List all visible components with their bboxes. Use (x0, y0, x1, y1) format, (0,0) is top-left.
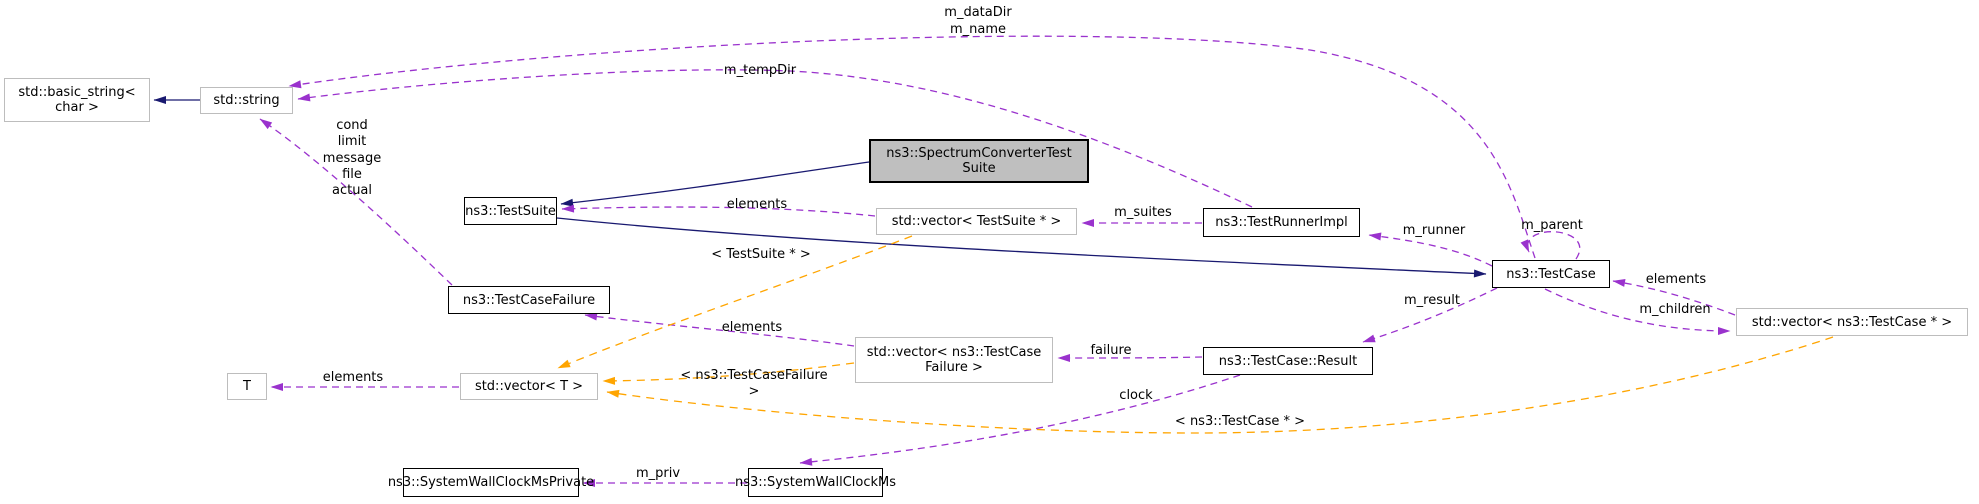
node-std-vector-t[interactable]: std::vector< T > (460, 373, 598, 400)
node-t[interactable]: T (227, 373, 267, 400)
node-ns3-systemwallclockmsprivate[interactable]: ns3::SystemWallClockMsPrivate (388, 468, 594, 497)
edge-m-children (1544, 288, 1731, 335)
edge-label-elements-failures: elements (721, 320, 783, 335)
edge-testcasefailure-strings (259, 118, 453, 286)
edge-elements-children (1612, 279, 1736, 316)
edge-m-runner (1368, 232, 1493, 267)
edge-label-elements-suites: elements (726, 197, 788, 212)
node-ns3-spectrumconvertertestsuite[interactable]: ns3::SpectrumConverterTest Suite (869, 139, 1089, 183)
edge-template-testcasefailure (602, 362, 855, 385)
edge-m-datadir-m-name (288, 35, 1536, 259)
edge-m-result (1362, 287, 1498, 343)
edge-label-m-runner: m_runner (1402, 223, 1466, 238)
edge-label-elements-t: elements (322, 370, 384, 385)
edge-label-m-datadir-m-name: m_dataDir m_name (944, 5, 1012, 37)
node-ns3-testcase-result[interactable]: ns3::TestCase::Result (1203, 347, 1373, 375)
node-ns3-testsuite[interactable]: ns3::TestSuite (464, 197, 557, 225)
node-ns3-systemwallclockms[interactable]: ns3::SystemWallClockMs (735, 468, 896, 497)
edge-label-elements-children: elements (1645, 272, 1707, 287)
node-std-string[interactable]: std::string (200, 87, 293, 114)
edge-label-m-tempdir: m_tempDir (723, 63, 797, 78)
edge-template-testsuite-ptr (557, 235, 913, 369)
edge-label-m-priv: m_priv (635, 466, 681, 481)
edge-label-m-suites: m_suites (1114, 205, 1172, 220)
edge-elements-suites (561, 204, 876, 217)
edge-label-string-members: cond limit message file actual (322, 118, 382, 199)
node-std-vector-ns3-testcase-ptr[interactable]: std::vector< ns3::TestCase * > (1736, 308, 1968, 336)
node-ns3-testcasefailure[interactable]: ns3::TestCaseFailure (448, 286, 610, 314)
edge-testsuite-inherits-testcase (556, 217, 1487, 278)
node-std-vector-ns3-testcasefailure[interactable]: std::vector< ns3::TestCase Failure > (855, 337, 1053, 383)
edge-template-testcase-ptr (606, 336, 1834, 434)
edge-label-clock: clock (1119, 388, 1153, 403)
node-ns3-testcase[interactable]: ns3::TestCase (1492, 260, 1610, 288)
node-ns3-testrunnerimpl[interactable]: ns3::TestRunnerImpl (1203, 208, 1360, 237)
node-std-vector-testsuite-ptr[interactable]: std::vector< TestSuite * > (876, 208, 1077, 235)
edge-label-failure: failure (1090, 343, 1132, 358)
edge-m-parent-self-loop (1520, 231, 1581, 260)
edge-label-m-result: m_result (1404, 293, 1460, 308)
edge-label-template-testsuite-ptr: < TestSuite * > (711, 247, 811, 262)
edge-m-tempdir (297, 69, 1253, 208)
edge-clock (799, 374, 1241, 466)
edge-label-template-testcasefailure: < ns3::TestCaseFailure > (680, 368, 828, 400)
node-std-basic-string-char[interactable]: std::basic_string< char > (4, 78, 150, 122)
edge-label-m-parent: m_parent (1521, 218, 1583, 233)
edge-failure (1057, 353, 1203, 362)
edge-label-template-testcase-ptr: < ns3::TestCase * > (1174, 414, 1306, 429)
edge-elements-failures (584, 312, 855, 347)
edge-spectrumsuite-inherits-testsuite (560, 161, 870, 207)
edge-label-m-children: m_children (1639, 302, 1711, 317)
